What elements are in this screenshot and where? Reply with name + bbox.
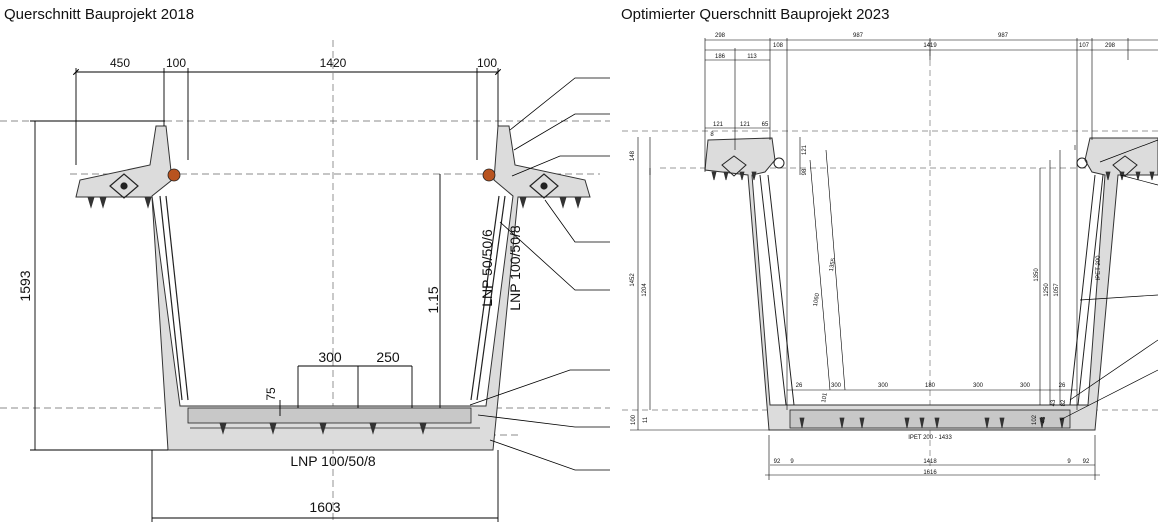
right-base-right-2: 43 <box>1041 416 1047 423</box>
right-spacing-5: 300 <box>973 383 984 389</box>
right-top-sub-1: 186 <box>715 54 726 60</box>
left-dim-bottom-width: 1603 <box>309 499 340 515</box>
right-inner-height-3: 121 <box>802 144 808 155</box>
right-right-height-1: 1350 <box>1034 268 1040 282</box>
left-dim-top-1: 450 <box>110 56 130 70</box>
right-bottom-left-2: 9 <box>790 459 794 465</box>
left-cross-section: 450 100 1420 100 1593 1603 LNP 100/50/8 … <box>0 40 610 522</box>
right-shoulder-4: 8 <box>710 132 714 138</box>
right-top-dim-3: 987 <box>853 33 864 39</box>
right-inner-height-2: 1355 <box>829 257 837 272</box>
left-drawing-title: Querschnitt Bauprojekt 2018 <box>4 6 195 23</box>
right-spacing-4: 180 <box>925 383 936 389</box>
right-spacing-7: 26 <box>1059 383 1066 389</box>
left-spacing-b: 250 <box>376 349 400 365</box>
right-top-dim-2: 108 <box>773 43 784 49</box>
right-shoulder-3: 65 <box>762 122 769 128</box>
right-inner-height-1: 1060 <box>813 292 821 307</box>
right-bottom-profile: IPET 200 - 1433 <box>908 435 952 441</box>
left-cable-ducts <box>109 173 559 199</box>
left-deck-plate <box>187 407 472 424</box>
right-top-dim-4: 1419 <box>923 43 937 49</box>
right-spacing-2: 300 <box>831 383 842 389</box>
right-top-dim-6: 107 <box>1079 43 1090 49</box>
right-inner-height-4: 101 <box>821 392 829 404</box>
right-cross-section: 298 108 987 1419 987 107 298 186 113 121… <box>622 33 1158 480</box>
left-dim-top-4: 100 <box>477 56 497 70</box>
left-rail-height: 1.15 <box>425 286 441 313</box>
left-dim-height: 1593 <box>17 270 33 301</box>
right-base-left-1: 100 <box>631 414 637 425</box>
right-base-right-1: 102 <box>1032 414 1038 425</box>
right-base-right-3: 43 <box>1051 399 1057 406</box>
right-drawing-title: Optimierter Querschnitt Bauprojekt 2023 <box>621 6 890 23</box>
left-mast-marker-2 <box>482 168 496 182</box>
right-shoulder-2: 121 <box>740 122 751 128</box>
left-trough-body <box>75 125 591 451</box>
right-cable-ducts <box>721 155 1138 177</box>
right-spacing-6: 300 <box>1020 383 1031 389</box>
right-left-height-3: 1204 <box>642 283 648 297</box>
right-right-height-2: 1250 <box>1044 283 1050 297</box>
right-top-dim-7: 298 <box>1105 43 1116 49</box>
right-profile: IPET 200 <box>1096 255 1102 281</box>
right-bottom-total: 1616 <box>923 470 937 476</box>
right-bottom-left-1: 92 <box>774 459 781 465</box>
right-shoulder-1: 121 <box>713 122 724 128</box>
right-spacing-1: 26 <box>796 383 803 389</box>
right-left-height-2: 1452 <box>630 273 636 287</box>
left-mast-marker-1 <box>167 168 181 182</box>
right-top-dim-1: 298 <box>715 33 726 39</box>
right-deck-plate <box>789 409 1071 429</box>
left-dim-top-2: 100 <box>166 56 186 70</box>
left-slab-thickness: 75 <box>264 387 278 401</box>
right-bottom-right-2: 92 <box>1083 459 1090 465</box>
left-spacing-a: 300 <box>318 349 342 365</box>
right-bottom-mid: 1418 <box>923 459 937 465</box>
right-base-right-4: 82 <box>1061 399 1067 406</box>
right-top-sub-2: 113 <box>747 54 757 60</box>
left-bottom-profile: LNP 100/50/8 <box>290 453 376 469</box>
right-top-dim-5: 987 <box>998 33 1009 39</box>
left-profile-outer: LNP 100/50/8 <box>507 225 523 311</box>
left-dim-top-3: 1420 <box>320 56 347 70</box>
right-base-left-2: 11 <box>643 416 649 423</box>
right-inner-height-5: 98 <box>802 168 808 175</box>
right-bottom-right-1: 9 <box>1067 459 1071 465</box>
left-profile-inner: LNP 50/50/6 <box>479 229 495 307</box>
right-left-height-1: 148 <box>630 150 636 161</box>
right-spacing-3: 300 <box>878 383 889 389</box>
right-right-height-3: 1057 <box>1054 283 1060 297</box>
